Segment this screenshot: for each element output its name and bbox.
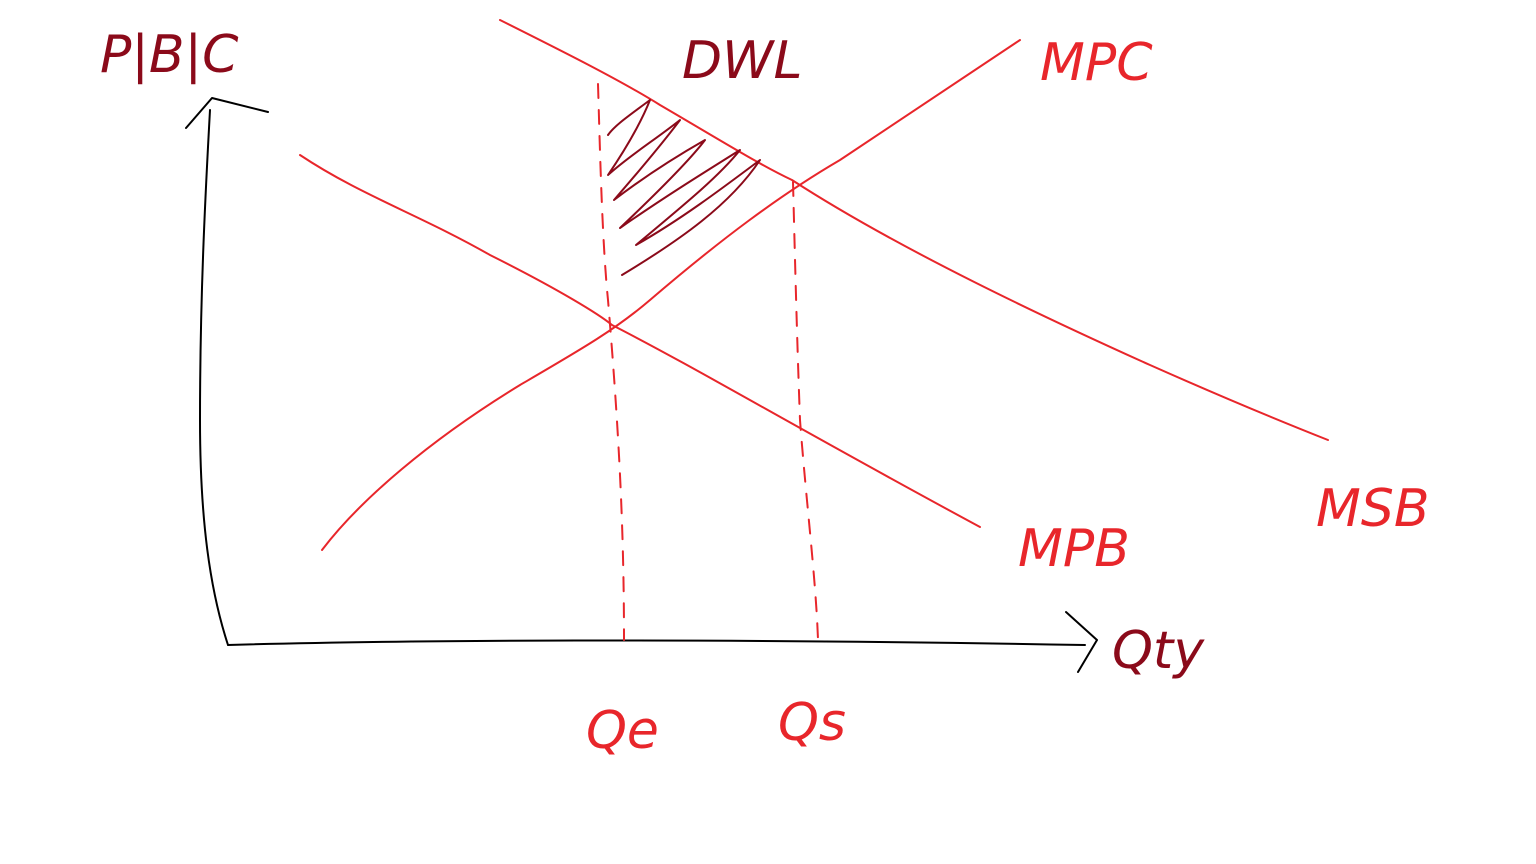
qs-dashed-line — [792, 181, 819, 641]
qe-dashed-line — [597, 83, 625, 641]
x-axis-arrowhead — [1065, 611, 1098, 673]
mpb-label: MPB — [1018, 519, 1130, 579]
x-axis-label: Qty — [1112, 621, 1205, 681]
y-axis-arrowhead — [185, 97, 269, 129]
mpc-label: MPC — [1040, 33, 1153, 93]
msb-label: MSB — [1316, 479, 1430, 539]
y-axis-label: P|B|C — [100, 25, 239, 85]
dwl-label: DWL — [682, 31, 802, 91]
qs-label: Qs — [778, 693, 846, 753]
dwl-hatch — [607, 99, 761, 276]
mpb-curve — [299, 154, 981, 528]
y-axis — [199, 109, 229, 646]
x-axis — [227, 639, 1086, 646]
qe-label: Qe — [586, 701, 659, 761]
msb-curve — [499, 19, 1329, 441]
mpc-curve — [321, 39, 1021, 551]
